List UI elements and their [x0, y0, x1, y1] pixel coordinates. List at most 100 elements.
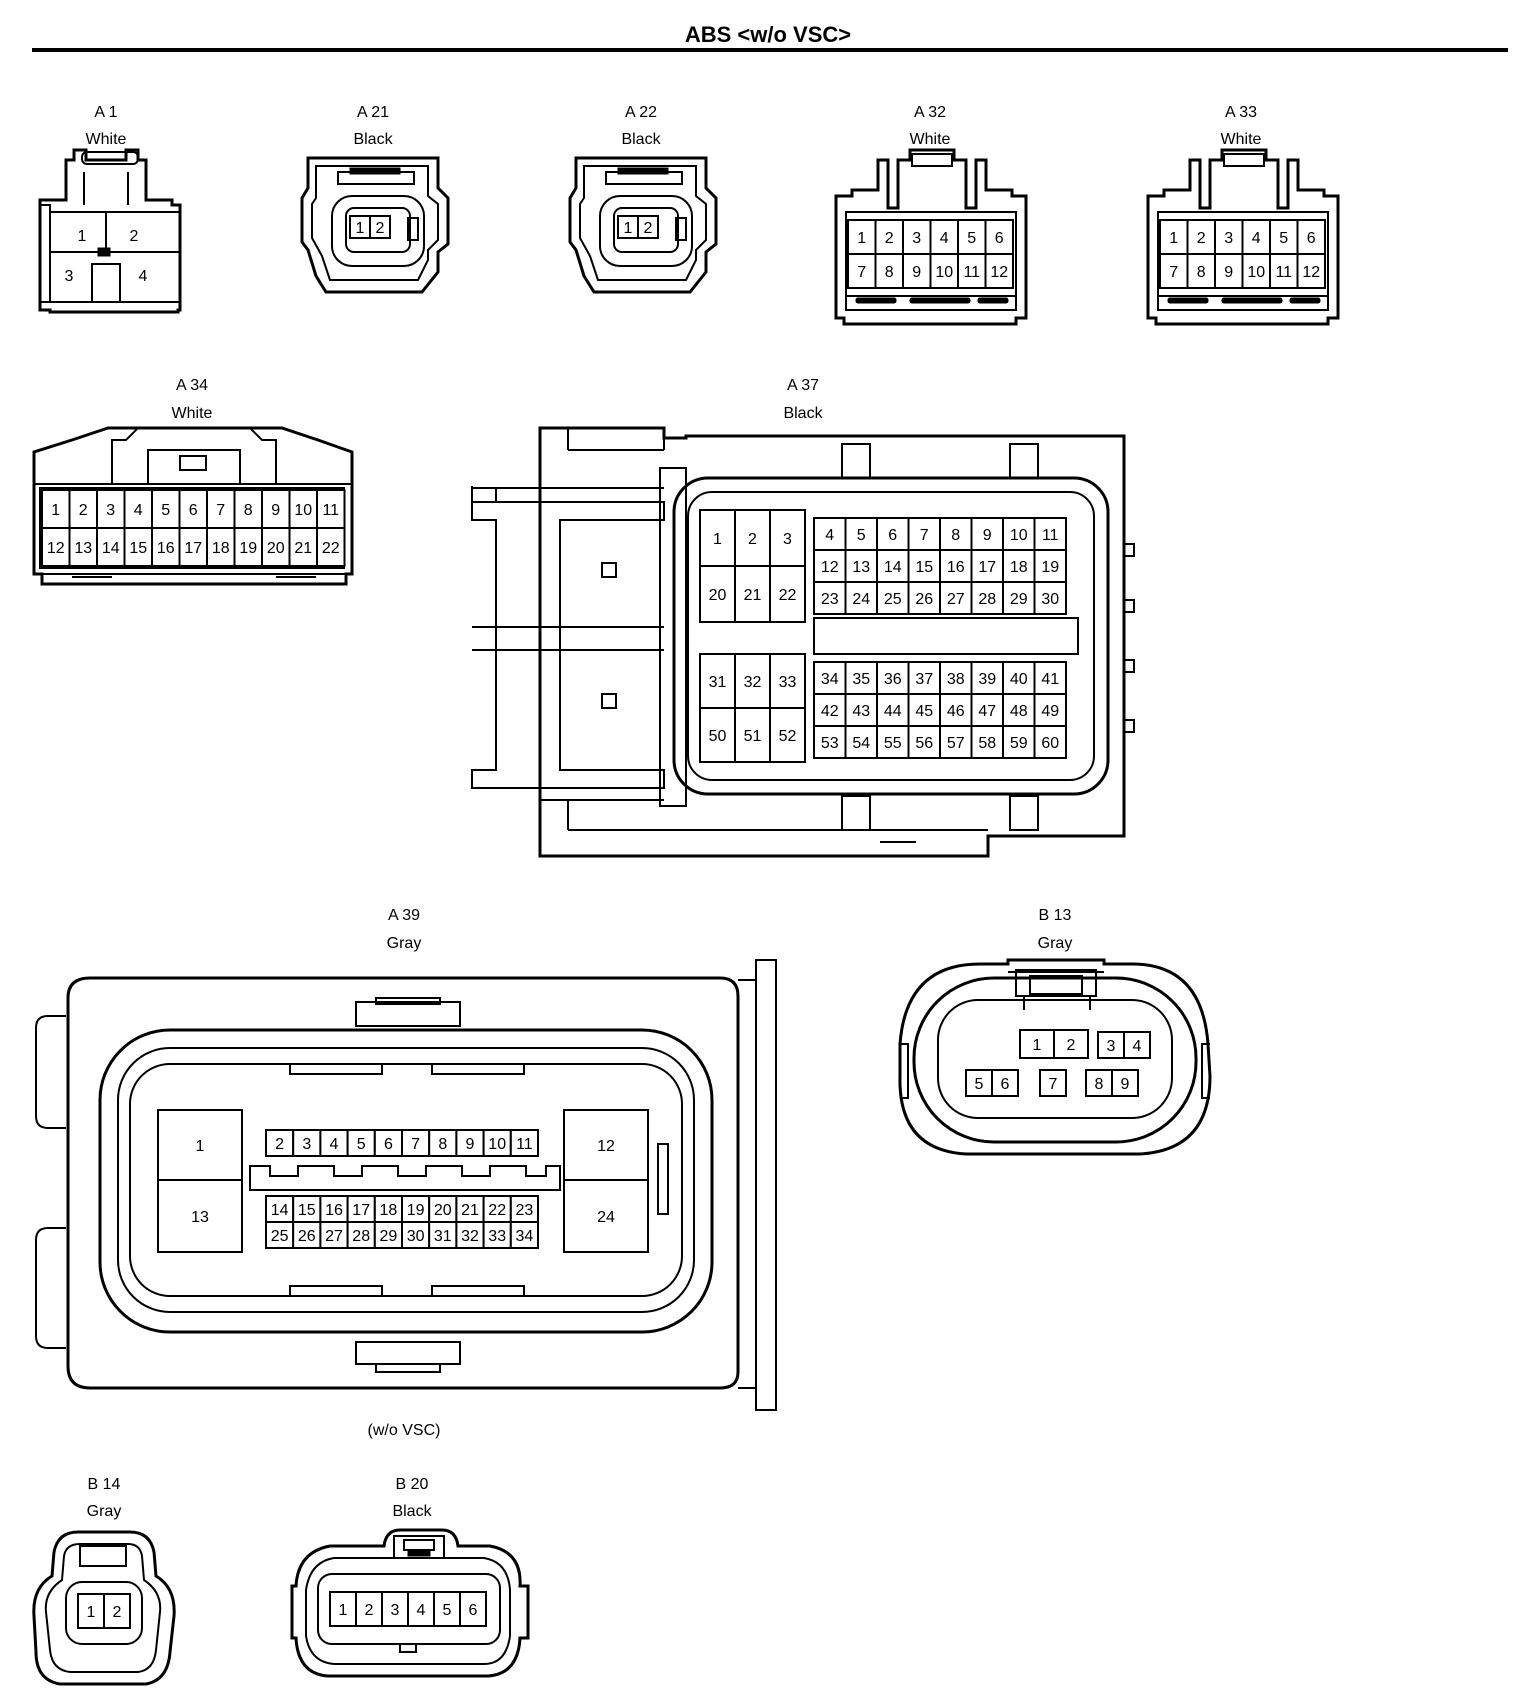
- pin-number: 12: [990, 264, 1008, 281]
- pin-number: 30: [1041, 591, 1059, 608]
- pin-box: [902, 253, 932, 289]
- connector-b14: [32, 1530, 176, 1686]
- pin-box: [699, 509, 736, 567]
- pin-box: [769, 707, 806, 763]
- pin-box: [1033, 693, 1067, 727]
- pin-number: 1: [87, 1604, 96, 1621]
- pin-number: 11: [963, 264, 980, 281]
- pin-number: 36: [884, 671, 902, 688]
- pin-number: 11: [516, 1136, 533, 1153]
- pin-box: [373, 1129, 403, 1157]
- pin-number: 2: [1197, 230, 1206, 247]
- connector-a21: [300, 156, 450, 294]
- pin-number: 2: [79, 502, 88, 519]
- pin-number: 3: [1107, 1038, 1116, 1055]
- pin-number: 11: [322, 502, 339, 519]
- pin-box: [734, 707, 771, 763]
- pin-number: 32: [744, 674, 762, 691]
- pin-box: [876, 693, 910, 727]
- pin-number: 59: [1010, 735, 1028, 752]
- pin-box: [1214, 253, 1244, 289]
- pin-box: [433, 1591, 461, 1627]
- pin-box: [1159, 253, 1189, 289]
- label-a22: A 22: [625, 104, 657, 121]
- pin-number: 6: [469, 1602, 478, 1619]
- pin-box: [699, 707, 736, 763]
- label-a37: A 37: [787, 377, 819, 394]
- pin-number: 26: [298, 1228, 316, 1245]
- pin-box: [369, 215, 391, 239]
- pin-number: 21: [744, 587, 762, 604]
- connector-b20: [290, 1528, 530, 1678]
- pin-number: 44: [884, 703, 902, 720]
- pin-box: [316, 527, 346, 567]
- pin-number: 56: [915, 735, 933, 752]
- connector-a32: [834, 148, 1028, 326]
- pin-number: 12: [47, 540, 65, 557]
- pin-number: 4: [417, 1602, 426, 1619]
- pin-number: 46: [947, 703, 965, 720]
- pin-number: 9: [1224, 264, 1233, 281]
- pin-box: [847, 253, 877, 289]
- label-b20: B 20: [396, 1476, 429, 1493]
- pin-number: 3: [783, 531, 792, 548]
- pin-number: 2: [644, 220, 653, 237]
- pin-number: 5: [161, 502, 170, 519]
- pin-number: 54: [852, 735, 870, 752]
- pin-number: 2: [748, 531, 757, 548]
- pin-number: 28: [978, 591, 996, 608]
- connector-a1: [38, 148, 182, 314]
- pin-number: 3: [1224, 230, 1233, 247]
- pin-box: [1033, 581, 1067, 615]
- pin-number: 1: [1033, 1037, 1042, 1054]
- pin-box: [563, 1179, 649, 1253]
- pin-number: 2: [113, 1604, 122, 1621]
- pin-box: [939, 517, 973, 551]
- pin-box: [637, 215, 659, 239]
- pin-number: 5: [967, 230, 976, 247]
- pin-number: 33: [488, 1228, 506, 1245]
- pin-number: 2: [275, 1136, 284, 1153]
- pin-box: [233, 527, 263, 567]
- pin-number: 1: [339, 1602, 348, 1619]
- pin-number: 15: [129, 540, 147, 557]
- connector-a39: [35, 959, 777, 1411]
- pin-number: 4: [825, 527, 834, 544]
- pin-box: [907, 581, 941, 615]
- pin-number: 12: [597, 1138, 615, 1155]
- pin-number: 8: [244, 502, 253, 519]
- pin-number: 17: [978, 559, 996, 576]
- pin-number: 4: [940, 230, 949, 247]
- pin-number: 31: [434, 1228, 452, 1245]
- color-b14: Gray: [87, 1503, 122, 1520]
- pin-box: [1085, 1069, 1113, 1097]
- pin-number: 4: [139, 268, 148, 285]
- pin-number: 11: [1042, 527, 1059, 544]
- pin-number: 50: [709, 728, 727, 745]
- pin-number: 55: [884, 735, 902, 752]
- pin-box: [1033, 661, 1067, 695]
- pin-box: [77, 1593, 105, 1629]
- pin-number: 3: [391, 1602, 400, 1619]
- pin-box: [157, 1179, 243, 1253]
- pin-number: 9: [466, 1136, 475, 1153]
- color-a21: Black: [353, 131, 393, 148]
- pin-number: 6: [888, 527, 897, 544]
- pin-box: [319, 1221, 349, 1249]
- pin-box: [123, 489, 153, 529]
- pin-box: [984, 253, 1014, 289]
- color-b13: Gray: [1038, 935, 1073, 952]
- connector-b13: [898, 958, 1212, 1156]
- pin-number: 38: [947, 671, 965, 688]
- pin-box: [1033, 517, 1067, 551]
- pin-number: 7: [857, 264, 866, 281]
- pin-box: [455, 1195, 485, 1223]
- pin-number: 2: [885, 230, 894, 247]
- pin-box: [355, 1591, 383, 1627]
- pin-number: 18: [1010, 559, 1028, 576]
- pin-box: [1053, 1029, 1089, 1059]
- pin-number: 4: [1133, 1038, 1142, 1055]
- note-a39: (w/o VSC): [368, 1422, 441, 1439]
